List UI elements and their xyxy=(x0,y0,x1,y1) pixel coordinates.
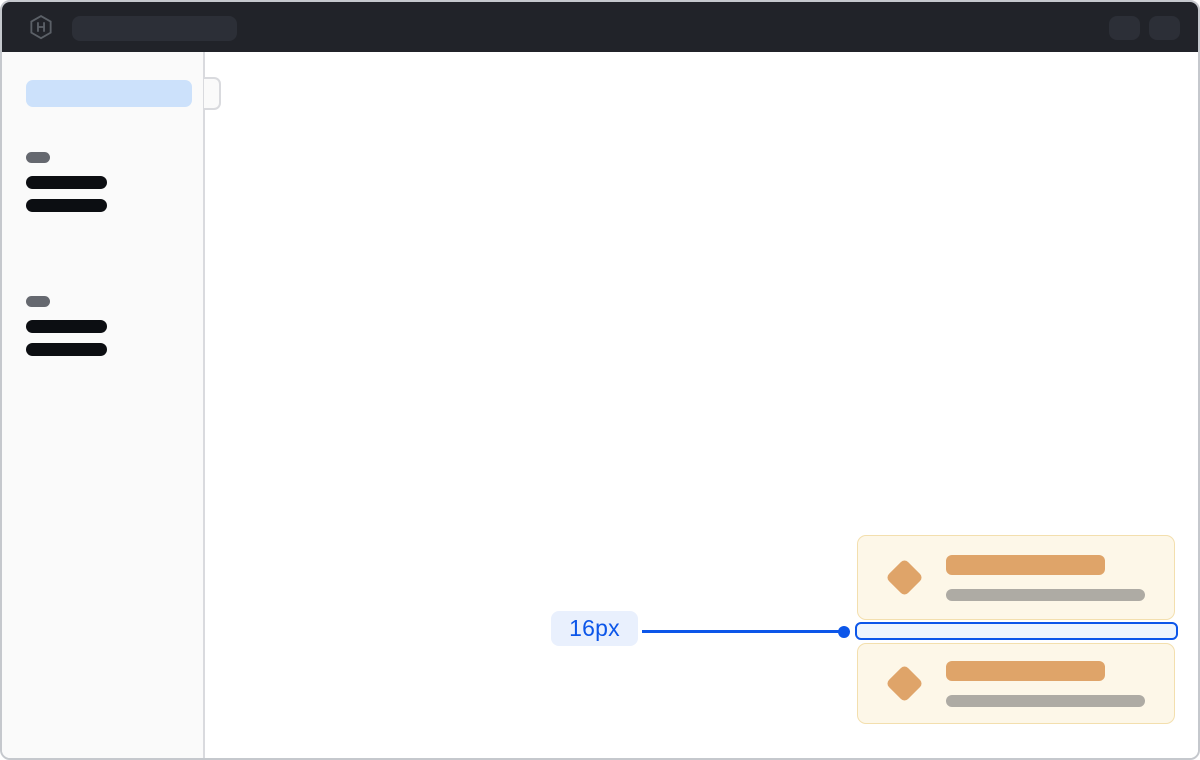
navbar-actions xyxy=(1109,16,1180,40)
sidebar-section-label-skeleton-2 xyxy=(26,296,50,307)
sidebar-nav-item-skeleton-4[interactable] xyxy=(26,343,107,356)
card-subtitle-skeleton xyxy=(946,694,1145,707)
top-navbar xyxy=(2,2,1198,52)
sidebar-nav-item-skeleton-1[interactable] xyxy=(26,176,107,189)
search-bar-skeleton[interactable] xyxy=(72,16,237,41)
card-title-skeleton xyxy=(946,660,1105,681)
sidebar xyxy=(2,52,205,758)
sidebar-active-item-skeleton[interactable] xyxy=(26,80,192,107)
measure-dot xyxy=(838,625,850,638)
sidebar-nav-item-skeleton-3[interactable] xyxy=(26,320,107,333)
spacing-gap-highlight xyxy=(855,622,1178,640)
sidebar-section-label-skeleton-1 xyxy=(26,152,50,163)
card-text-skeletons xyxy=(946,660,1145,707)
measure-line xyxy=(642,629,844,633)
nav-action-skeleton-2[interactable] xyxy=(1149,16,1180,40)
diamond-icon xyxy=(884,558,924,597)
nav-action-skeleton-1[interactable] xyxy=(1109,16,1140,40)
main-content xyxy=(207,52,1198,758)
list-item-card-1[interactable] xyxy=(857,535,1175,620)
card-subtitle-skeleton xyxy=(946,588,1145,601)
card-title-skeleton xyxy=(946,554,1105,575)
card-text-skeletons xyxy=(946,554,1145,601)
diamond-icon xyxy=(884,664,924,703)
spacing-value-label: 16px xyxy=(551,611,638,646)
list-item-card-2[interactable] xyxy=(857,643,1175,724)
sidebar-collapse-handle[interactable] xyxy=(204,77,221,110)
hashicorp-logo-icon[interactable] xyxy=(28,14,54,40)
sidebar-nav-item-skeleton-2[interactable] xyxy=(26,199,107,212)
